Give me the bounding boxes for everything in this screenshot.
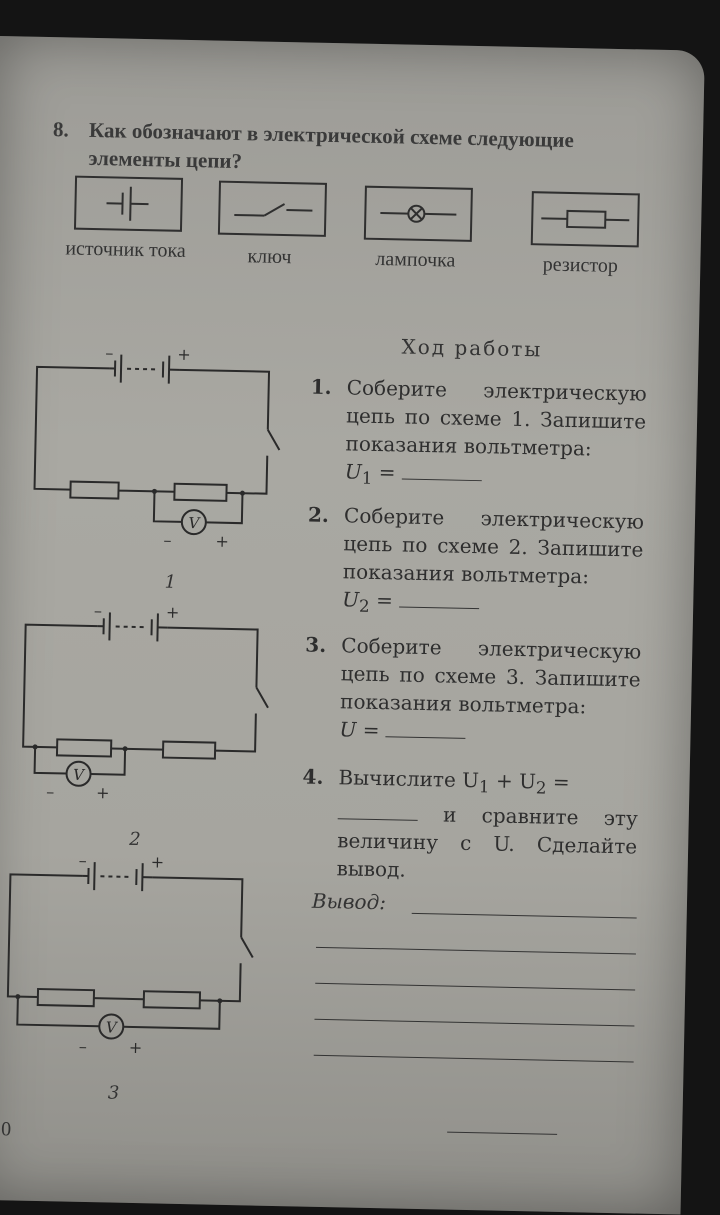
- plus-sign: +: [177, 345, 191, 364]
- circuit-diagram-2: V – + – +: [14, 605, 278, 810]
- plus-sign: +: [166, 603, 180, 622]
- subscript-b: 2: [536, 778, 547, 797]
- conclusion-line[interactable]: [316, 947, 636, 955]
- circuit-diagram-1: V – + – +: [25, 347, 289, 552]
- answer-blank[interactable]: [338, 818, 418, 821]
- formula-variable: U: [345, 459, 362, 483]
- step-text-a: Вычислите U: [338, 765, 479, 792]
- lamp-caption: лампочка: [345, 247, 485, 273]
- formula-equals: =: [376, 588, 393, 612]
- conclusion-line[interactable]: [447, 1132, 557, 1135]
- formula-subscript: 1: [361, 469, 372, 488]
- circuit-diagram-3: V – + – +: [0, 854, 263, 1059]
- voltmeter-label: V: [73, 766, 86, 784]
- lamp-symbol-icon: [364, 186, 473, 242]
- plus-sign: +: [129, 1038, 143, 1057]
- question-number: 8.: [53, 115, 90, 144]
- battery-symbol-icon: [74, 176, 183, 232]
- circuit-3-label: 3: [108, 1082, 120, 1103]
- switch-symbol-icon: [218, 181, 327, 237]
- minus-sign: –: [79, 1037, 87, 1056]
- step-number: 4.: [302, 763, 323, 791]
- answer-blank[interactable]: [402, 479, 482, 482]
- voltmeter-label: V: [106, 1018, 119, 1036]
- formula-variable: U: [342, 587, 359, 611]
- step-1: 1. Соберите электрическую цепь по схеме …: [309, 373, 651, 500]
- circuit-1-label: 1: [164, 572, 176, 593]
- formula-subscript: 2: [359, 597, 370, 616]
- resistor-symbol-icon: [531, 191, 640, 247]
- step-text-d: и сравните эту величину с U. Сделайте вы…: [336, 802, 638, 881]
- plus-sign: +: [96, 783, 110, 802]
- conclusion-label: Вывод:: [312, 889, 387, 915]
- step-number: 3.: [305, 631, 326, 659]
- answer-blank[interactable]: [386, 736, 466, 739]
- minus-sign: –: [79, 851, 87, 870]
- step-text-c: =: [553, 770, 570, 794]
- answer-blank[interactable]: [399, 606, 479, 609]
- workbook-page: 8.Как обозначают в электрической схеме с…: [0, 36, 705, 1215]
- voltmeter-label: V: [188, 514, 201, 532]
- work-heading: Ход работы: [401, 334, 542, 361]
- minus-sign: –: [105, 343, 113, 362]
- conclusion-line[interactable]: [314, 1019, 634, 1027]
- formula-equals: =: [379, 460, 396, 484]
- question-8: 8.Как обозначают в электрической схеме с…: [52, 115, 673, 184]
- plus-sign: +: [215, 532, 229, 551]
- step-text: Соберите электрическую цепь по схеме 3. …: [340, 631, 642, 721]
- step-text: Соберите электрическую цепь по схеме 2. …: [343, 501, 645, 591]
- conclusion-line[interactable]: [412, 913, 637, 919]
- minus-sign: –: [163, 531, 171, 550]
- resistor-caption: резистор: [520, 253, 640, 279]
- formula-equals: =: [363, 718, 380, 742]
- conclusion-line[interactable]: [315, 983, 635, 991]
- minus-sign: –: [94, 601, 102, 620]
- battery-caption: источник тока: [55, 237, 195, 263]
- minus-sign: –: [46, 782, 54, 801]
- step-2: 2. Соберите электрическую цепь по схеме …: [306, 501, 648, 628]
- step-text: Соберите электрическую цепь по схеме 1. …: [345, 373, 647, 463]
- step-text-b: + U: [496, 769, 536, 794]
- page-number: 10: [0, 1118, 11, 1141]
- subscript-a: 1: [479, 777, 490, 796]
- formula-variable: U: [339, 717, 356, 741]
- step-number: 1.: [310, 373, 331, 401]
- step-4: 4. Вычислите U1 + U2 = и сравните эту ве…: [300, 763, 642, 890]
- step-3: 3. Соберите электрическую цепь по схеме …: [303, 631, 645, 758]
- conclusion-line[interactable]: [314, 1055, 634, 1063]
- step-number: 2.: [308, 501, 329, 529]
- switch-caption: ключ: [217, 245, 321, 270]
- circuit-2-label: 2: [129, 829, 141, 850]
- plus-sign: +: [151, 852, 165, 871]
